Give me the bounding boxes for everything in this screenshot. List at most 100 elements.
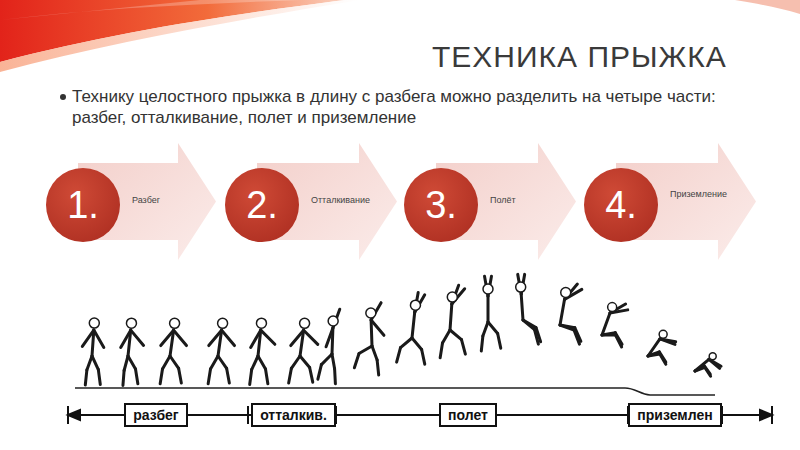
number-circle: 2.	[225, 168, 299, 242]
limb	[289, 368, 292, 383]
limb	[521, 294, 523, 320]
limb	[333, 369, 337, 384]
limb	[304, 330, 318, 344]
limb	[412, 312, 415, 338]
limb	[574, 330, 579, 344]
limb	[291, 330, 304, 345]
limb	[705, 367, 711, 376]
stage-arrow: Полёт3.	[436, 143, 576, 260]
limb	[222, 330, 235, 345]
number-circle: 3.	[404, 168, 478, 242]
stage-arrow: Отталкивание2.	[257, 143, 397, 260]
callout-number: 3.	[425, 184, 457, 227]
limb	[377, 360, 379, 375]
phase-label: приземлен	[637, 407, 712, 423]
limb	[412, 338, 422, 349]
head	[608, 303, 617, 312]
limb	[98, 370, 100, 385]
limb	[461, 340, 465, 354]
limb	[709, 359, 720, 368]
limb	[94, 330, 104, 347]
limb	[128, 356, 136, 369]
head	[709, 353, 716, 360]
head	[483, 284, 493, 294]
limb	[160, 369, 162, 384]
limb	[498, 333, 501, 348]
limb	[523, 320, 534, 330]
limb	[170, 356, 179, 368]
stage-label: Приземление	[670, 189, 727, 199]
head	[300, 318, 310, 328]
limb	[87, 356, 92, 370]
limb	[121, 330, 131, 347]
limb	[310, 367, 313, 382]
limb	[648, 339, 660, 356]
limb	[450, 330, 461, 340]
jumper-figures	[82, 274, 721, 385]
limb	[291, 356, 300, 368]
callout-number: 1.	[67, 184, 99, 227]
limb	[174, 330, 187, 345]
swoosh	[0, 0, 300, 20]
bullet-text: Технику целостного прыжка в длину с разб…	[72, 86, 762, 128]
stage-arrow: Приземление4.	[616, 143, 756, 260]
limb	[124, 356, 128, 370]
head	[447, 292, 457, 302]
limb	[372, 346, 377, 360]
limb	[123, 370, 124, 385]
ground-line	[75, 388, 715, 395]
limb	[602, 334, 616, 337]
limb	[318, 365, 322, 380]
callout-number: 4.	[605, 184, 637, 227]
limb	[218, 356, 227, 368]
limb	[371, 320, 384, 335]
head	[410, 300, 420, 310]
stage-label: Отталкивание	[311, 195, 370, 205]
timeline	[68, 406, 772, 424]
limb	[397, 348, 401, 362]
limb	[85, 370, 87, 385]
phase-box: отталкив.	[251, 403, 336, 427]
limb	[481, 336, 483, 351]
limb	[359, 346, 372, 354]
stage-label: Полёт	[490, 195, 516, 205]
swoosh	[0, 0, 360, 72]
limb	[179, 368, 182, 383]
limb	[326, 328, 333, 347]
limb	[332, 354, 335, 369]
limb	[483, 322, 488, 336]
head	[561, 288, 571, 298]
limb	[211, 356, 219, 369]
limb	[487, 296, 490, 322]
phase-box: полет	[439, 403, 497, 427]
number-circle: 4.	[584, 168, 658, 242]
number-circle: 1.	[46, 168, 120, 242]
phase-label: разбег	[133, 407, 178, 423]
limb	[450, 304, 452, 330]
limb	[266, 369, 268, 384]
limb	[534, 330, 538, 344]
limb	[660, 339, 675, 344]
stage-arrow: Разбег1.	[78, 143, 216, 260]
head	[218, 318, 228, 328]
head	[366, 308, 376, 318]
head	[89, 318, 99, 328]
limb	[616, 335, 622, 347]
limb	[258, 356, 266, 369]
limb	[208, 369, 210, 384]
limb	[82, 330, 93, 346]
swoosh	[735, 0, 800, 14]
limb	[354, 354, 359, 368]
limb	[602, 313, 610, 335]
limb	[443, 330, 451, 343]
limb	[261, 330, 275, 344]
head	[516, 282, 526, 292]
limb	[560, 325, 574, 330]
head	[328, 316, 338, 326]
phase-label: отталкив.	[260, 407, 327, 423]
limb	[401, 338, 412, 348]
limb	[251, 330, 261, 347]
head	[170, 318, 180, 328]
phase-box: приземлен	[628, 403, 722, 427]
limb	[252, 356, 258, 370]
